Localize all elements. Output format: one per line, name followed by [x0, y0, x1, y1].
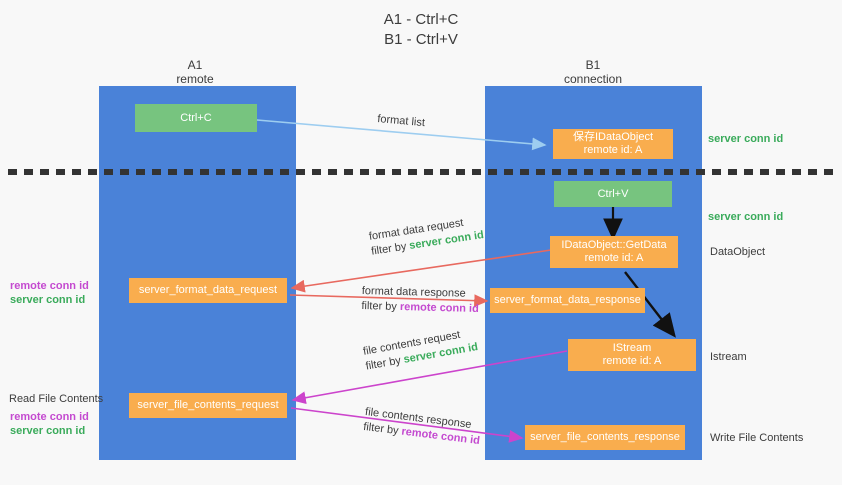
flow-label-file-contents-response: file contents response filter by remote … [362, 405, 482, 449]
node-idataobject-getdata-label: IDataObject::GetData [561, 239, 667, 251]
node-server-file-contents-response-label: server_file_contents_response [530, 431, 680, 443]
node-ctrl-v[interactable]: Ctrl+V [554, 181, 672, 207]
flow-label-format-list: format list [377, 112, 426, 131]
right-label-write-file-contents: Write File Contents [710, 432, 804, 444]
flow-label-format-data-response-filter: filter by remote conn id [361, 299, 479, 317]
right-label-istream: Istream [710, 351, 747, 363]
node-ctrl-v-label: Ctrl+V [597, 187, 629, 200]
left-label-read-file-contents: Read File Contents [9, 393, 104, 405]
lane-header-a1-name: A1 [187, 58, 203, 72]
node-istream-label: IStream [612, 342, 652, 354]
node-server-format-data-response[interactable]: server_format_data_response [490, 288, 645, 313]
filter-prefix: filter by [362, 420, 403, 438]
node-server-format-data-request[interactable]: server_format_data_request [129, 278, 287, 303]
left-label-remote-conn-id-2: remote conn id [10, 411, 89, 423]
right-label-dataobject: DataObject [710, 246, 766, 258]
lane-header-a1-role: remote [176, 72, 214, 86]
left-label-remote-conn-id-1: remote conn id [10, 280, 89, 292]
title-line-2: B1 - Ctrl+V [384, 31, 458, 48]
node-save-idataobject-label: 保存IDataObject [572, 131, 654, 143]
flow-label-file-contents-request: file contents request filter by server c… [362, 325, 479, 374]
filter-value: remote conn id [399, 301, 479, 316]
left-label-server-conn-id-2: server conn id [10, 425, 86, 437]
node-ctrl-c-label: Ctrl+C [180, 111, 212, 124]
node-idataobject-getdata-sublabel: remote id: A [584, 252, 644, 264]
node-save-idataobject-sublabel: remote id: A [583, 144, 643, 156]
node-server-file-contents-request[interactable]: server_file_contents_request [129, 393, 287, 418]
node-istream-sublabel: remote id: A [602, 355, 662, 367]
lane-header-a1: A1 remote [95, 58, 295, 86]
node-server-format-data-response-label: server_format_data_response [494, 294, 641, 306]
lane-header-b1-name: B1 [585, 58, 601, 72]
flow-label-format-data-response: format data response filter by remote co… [361, 284, 479, 317]
title-line-1: A1 - Ctrl+C [383, 11, 459, 28]
left-label-server-conn-id-1: server conn id [10, 294, 86, 306]
node-idataobject-getdata[interactable]: IDataObject::GetData remote id: A [550, 236, 678, 268]
right-label-server-conn-id-mid: server conn id [708, 211, 784, 223]
node-save-idataobject[interactable]: 保存IDataObject remote id: A [553, 129, 673, 159]
diagram-title: A1 - Ctrl+C B1 - Ctrl+V [0, 10, 842, 50]
flow-label-format-list-caption: format list [376, 112, 426, 130]
node-server-file-contents-request-label: server_file_contents_request [137, 399, 279, 411]
right-label-server-conn-id-top: server conn id [708, 133, 784, 145]
node-server-format-data-request-label: server_format_data_request [138, 284, 278, 296]
lane-header-b1: B1 connection [493, 58, 693, 86]
node-server-file-contents-response[interactable]: server_file_contents_response [525, 425, 685, 450]
filter-prefix: filter by [361, 299, 401, 313]
node-ctrl-c[interactable]: Ctrl+C [135, 104, 257, 132]
flow-label-format-data-request: format data request filter by server con… [368, 213, 485, 259]
lane-header-b1-role: connection [563, 72, 623, 86]
node-istream[interactable]: IStream remote id: A [568, 339, 696, 371]
